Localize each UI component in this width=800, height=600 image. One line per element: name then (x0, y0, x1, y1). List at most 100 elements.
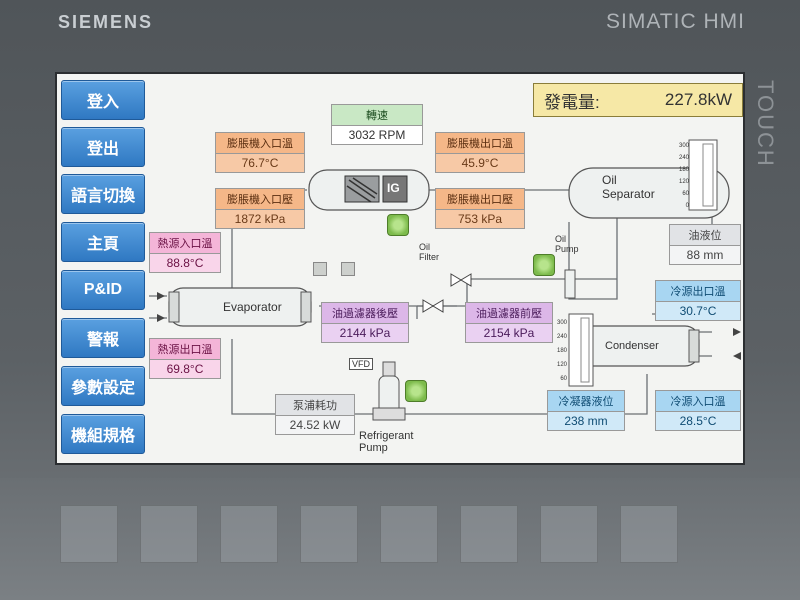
oil-gauge-tick: 0 (685, 203, 689, 209)
pump-power-value: 24.52 kW (275, 415, 355, 435)
refrigerant-pump-status-indicator (405, 380, 427, 402)
filter-after-press-value: 2144 kPa (321, 323, 409, 343)
expander-inlet-press-panel: 膨脹機入口壓 1872 kPa (215, 188, 305, 229)
oil-gauge-tick: 300 (678, 143, 689, 149)
expander-outlet-temp-panel: 膨脹機出口溫 45.9°C (435, 132, 525, 173)
expander-outlet-temp-label: 膨脹機出口溫 (435, 132, 525, 153)
hmi-screen: 登入 登出 語言切換 主頁 P&ID 警報 參數設定 機組規格 發電量: 227… (55, 72, 745, 465)
nav-pid-button[interactable]: P&ID (61, 270, 145, 310)
expander-outlet-temp-value: 45.9°C (435, 153, 525, 173)
power-label: 發電量: (544, 92, 600, 112)
nav-alarm-button[interactable]: 警報 (61, 318, 145, 358)
model-label: SIMATIC HMI (606, 10, 745, 33)
nav-language-button[interactable]: 語言切換 (61, 174, 145, 214)
expander-outlet-press-value: 753 kPa (435, 209, 525, 229)
filter-after-press-label: 油過濾器後壓 (321, 302, 409, 323)
oil-filter-valves (422, 273, 472, 313)
function-key-strip (0, 478, 800, 600)
function-key[interactable] (140, 505, 198, 563)
oil-pump-status-indicator (533, 254, 555, 276)
ig-label: IG (387, 181, 400, 195)
function-key[interactable] (220, 505, 278, 563)
expander-inlet-temp-value: 76.7°C (215, 153, 305, 173)
nav-specs-button[interactable]: 機組規格 (61, 414, 145, 454)
evaporator-label: Evaporator (223, 300, 282, 314)
expander-inlet-temp-label: 膨脹機入口溫 (215, 132, 305, 153)
oil-gauge-tick: 180 (678, 167, 689, 173)
expander-shape (308, 169, 430, 211)
heat-outlet-temp-label: 熱源出口溫 (149, 338, 221, 359)
expander-inlet-temp-panel: 膨脹機入口溫 76.7°C (215, 132, 305, 173)
oil-level-panel: 油液位 88 mm (669, 224, 741, 265)
cond-gauge-tick: 240 (556, 334, 567, 340)
cond-gauge-tick: 60 (560, 376, 567, 382)
oil-level-value: 88 mm (669, 245, 741, 265)
power-output-display: 發電量: 227.8kW (533, 83, 743, 117)
oil-gauge-tick: 120 (678, 179, 689, 185)
oil-level-label: 油液位 (669, 224, 741, 245)
cool-outlet-temp-panel: 冷源出口溫 30.7°C (655, 280, 741, 321)
heat-outlet-temp-panel: 熱源出口溫 69.8°C (149, 338, 221, 379)
refrigerant-pump-shape (372, 361, 406, 421)
cool-outlet-temp-value: 30.7°C (655, 301, 741, 321)
oil-gauge-tick: 240 (678, 155, 689, 161)
heat-inlet-temp-value: 88.8°C (149, 253, 221, 273)
function-key[interactable] (460, 505, 518, 563)
cond-gauge-tick: 180 (556, 348, 567, 354)
expander-inlet-press-value: 1872 kPa (215, 209, 305, 229)
brand-logo: SIEMENS (58, 12, 154, 32)
function-key[interactable] (620, 505, 678, 563)
cool-inlet-temp-value: 28.5°C (655, 411, 741, 431)
heat-inlet-temp-panel: 熱源入口溫 88.8°C (149, 232, 221, 273)
heat-inlet-temp-label: 熱源入口溫 (149, 232, 221, 253)
evaporator-shape (168, 287, 312, 327)
condenser-level-value: 238 mm (547, 411, 625, 431)
expander-inlet-press-label: 膨脹機入口壓 (215, 188, 305, 209)
speed-label: 轉速 (331, 104, 423, 125)
nav-login-button[interactable]: 登入 (61, 80, 145, 120)
condenser-level-panel: 冷凝器液位 238 mm (547, 390, 625, 431)
nav-parameters-button[interactable]: 參數設定 (61, 366, 145, 406)
function-key[interactable] (60, 505, 118, 563)
expander-outlet-press-panel: 膨脹機出口壓 753 kPa (435, 188, 525, 229)
oil-gauge-tick: 60 (682, 191, 689, 197)
cool-inlet-temp-panel: 冷源入口溫 28.5°C (655, 390, 741, 431)
filter-before-press-value: 2154 kPa (465, 323, 553, 343)
refrigerant-pump-label: Refrigerant Pump (359, 430, 414, 454)
pump-power-panel: 泵浦耗功 24.52 kW (275, 394, 355, 435)
oil-level-gauge (688, 139, 718, 211)
pump-power-label: 泵浦耗功 (275, 394, 355, 415)
vfd-label: VFD (349, 358, 373, 370)
condenser-level-label: 冷凝器液位 (547, 390, 625, 411)
valve-status-indicator (313, 262, 327, 276)
oil-pump-shape (564, 269, 576, 299)
cond-gauge-tick: 120 (556, 362, 567, 368)
power-value: 227.8kW (664, 90, 732, 109)
oil-pump-label: Oil Pump (555, 234, 579, 254)
speed-panel: 轉速 3032 RPM (331, 104, 423, 145)
nav-logout-button[interactable]: 登出 (61, 127, 145, 167)
oil-separator-label: Oil Separator (602, 173, 655, 201)
condenser-label: Condenser (605, 340, 659, 352)
cool-inlet-temp-label: 冷源入口溫 (655, 390, 741, 411)
heat-outlet-temp-value: 69.8°C (149, 359, 221, 379)
function-key[interactable] (540, 505, 598, 563)
generator-status-indicator (387, 214, 409, 236)
filter-before-press-label: 油過濾器前壓 (465, 302, 553, 323)
condenser-level-gauge (568, 313, 594, 387)
function-key[interactable] (300, 505, 358, 563)
nav-home-button[interactable]: 主頁 (61, 222, 145, 262)
filter-after-press-panel: 油過濾器後壓 2144 kPa (321, 302, 409, 343)
valve-status-indicator (341, 262, 355, 276)
condenser-shape (570, 325, 700, 367)
cond-gauge-ticks: 300 240 180 120 60 (555, 316, 567, 386)
expander-outlet-press-label: 膨脹機出口壓 (435, 188, 525, 209)
oil-gauge-ticks: 300 240 180 120 60 0 (677, 140, 689, 212)
touch-label: TOUCH (753, 80, 778, 168)
cool-outlet-temp-label: 冷源出口溫 (655, 280, 741, 301)
piping-diagram (149, 139, 741, 421)
cond-gauge-tick: 300 (556, 320, 567, 326)
speed-value: 3032 RPM (331, 125, 423, 145)
function-key[interactable] (380, 505, 438, 563)
filter-before-press-panel: 油過濾器前壓 2154 kPa (465, 302, 553, 343)
